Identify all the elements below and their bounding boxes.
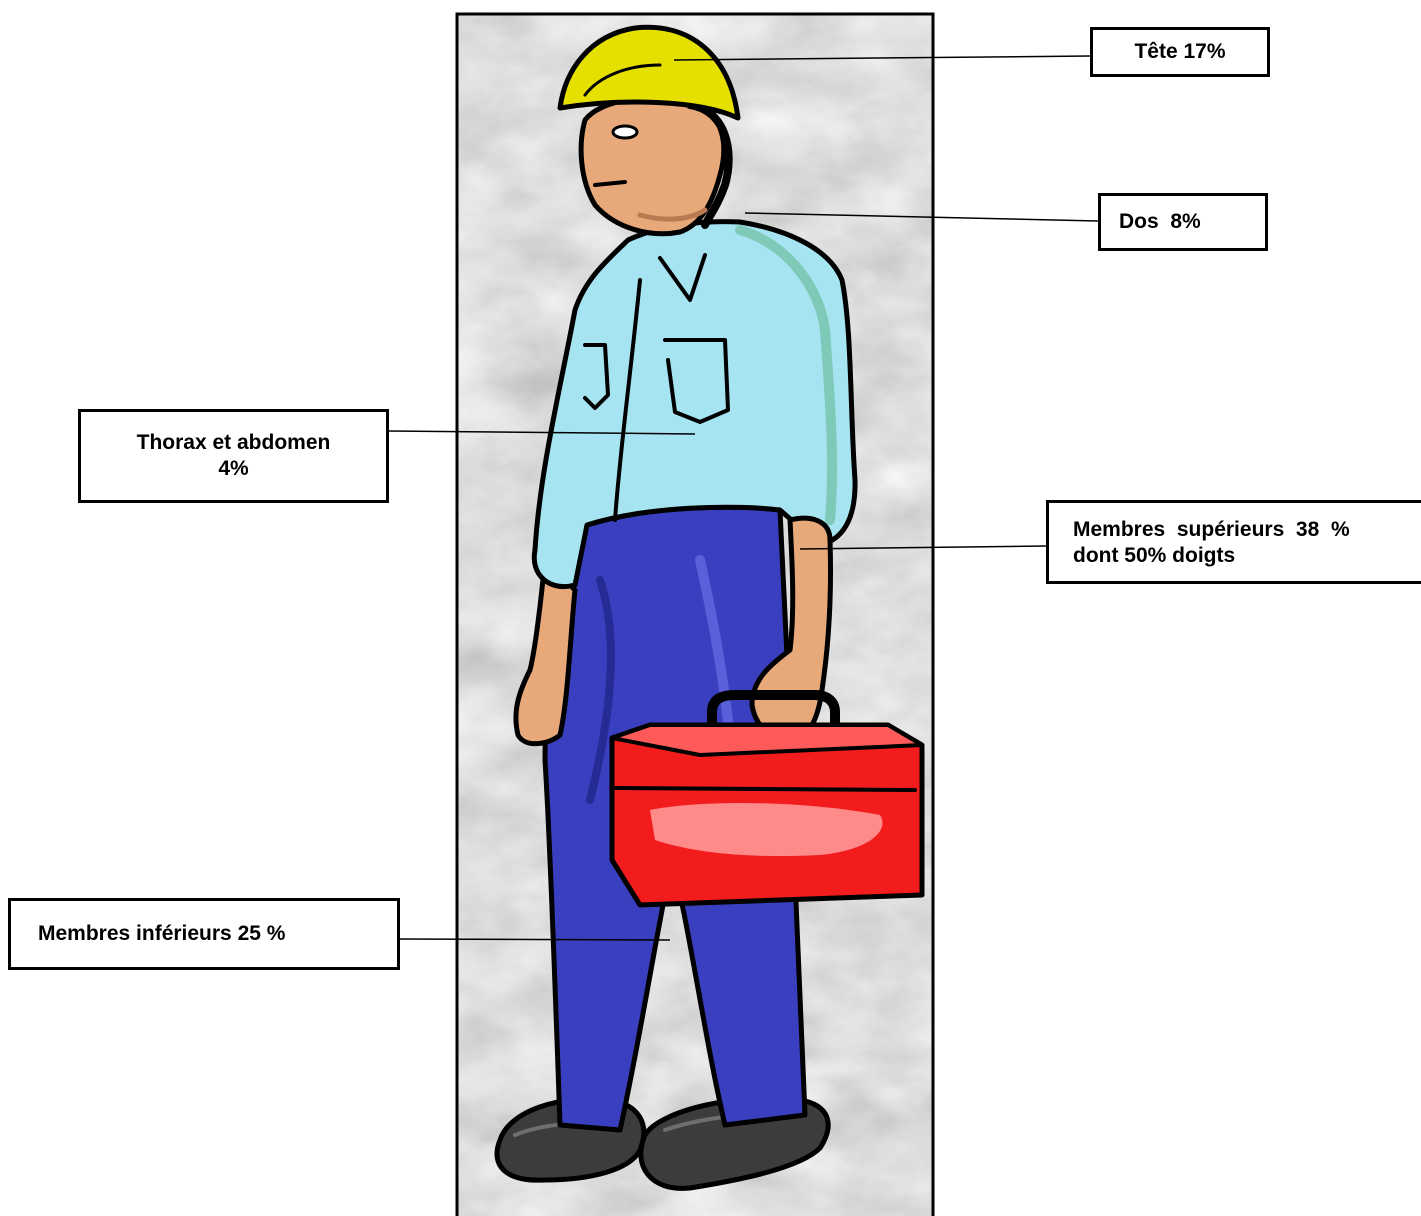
label-upper-limbs-line1: Membres supérieurs 38 %: [1073, 518, 1350, 541]
label-back: Dos 8%: [1098, 193, 1268, 251]
label-upper-limbs: Membres supérieurs 38 % dont 50% doigts: [1046, 500, 1421, 584]
label-lower-limbs-text: Membres inférieurs 25 %: [38, 922, 286, 945]
leader-line-head: [673, 55, 1091, 61]
label-thorax-line1: Thorax et abdomen: [136, 431, 331, 454]
toolbox: [609, 690, 925, 908]
label-lower-limbs: Membres inférieurs 25 %: [8, 898, 400, 970]
label-head: Tête 17%: [1090, 27, 1270, 77]
leader-lines: [388, 55, 1099, 941]
leader-line-upper-limbs: [799, 545, 1047, 550]
shirt: [531, 219, 858, 589]
label-thorax-line2: 4%: [218, 457, 249, 480]
leader-line-thorax: [388, 430, 696, 435]
left-arm: [513, 557, 578, 747]
leader-line-lower-limbs: [399, 938, 671, 941]
leader-line-back: [744, 212, 1099, 222]
hard-hat: [557, 24, 741, 121]
label-back-text: Dos 8%: [1119, 210, 1201, 233]
head: [578, 94, 733, 237]
label-thorax-abdomen: Thorax et abdomen 4%: [78, 409, 389, 503]
label-head-text: Tête 17%: [1134, 40, 1226, 63]
label-upper-limbs-line2: dont 50% doigts: [1073, 544, 1236, 567]
